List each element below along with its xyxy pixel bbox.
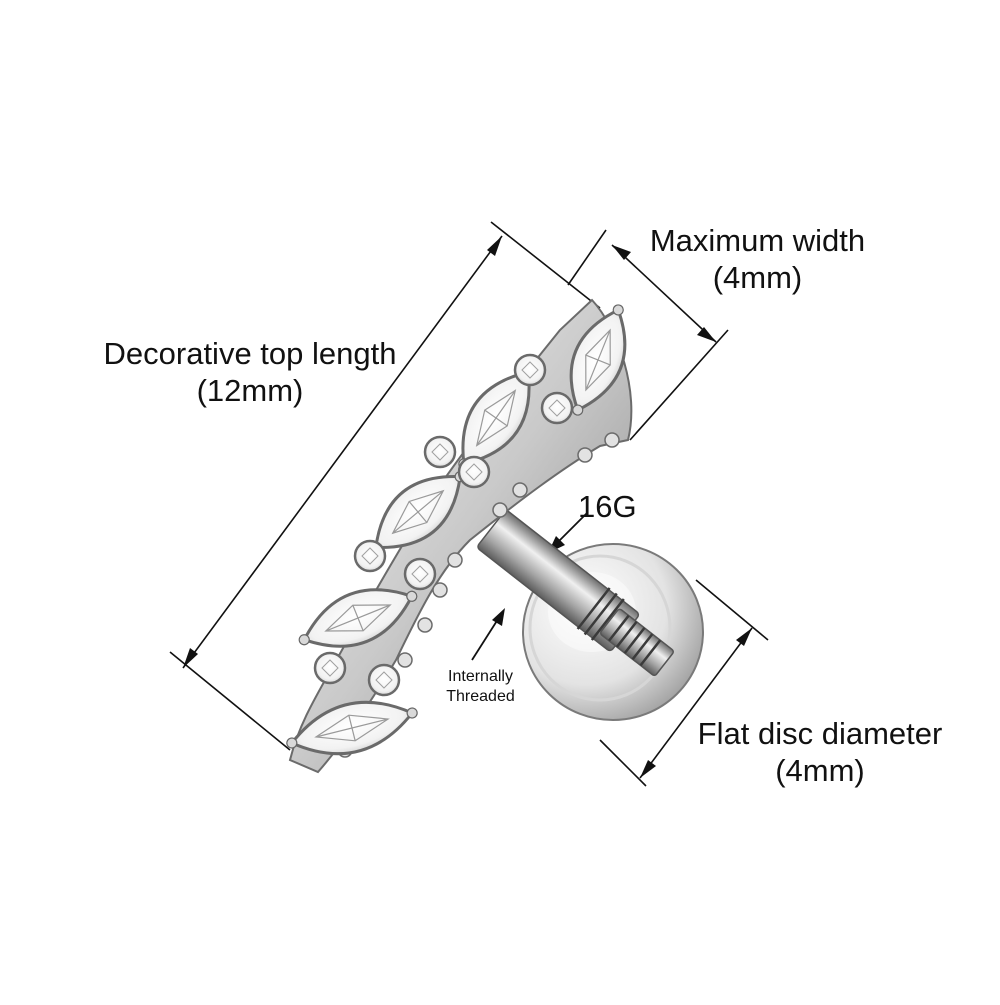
length-arrowhead-bottom-icon [183,648,198,668]
thread-line1: Internally [448,668,513,685]
round-gem-icon [457,455,491,489]
marquise-gem-icon [569,304,627,416]
disc-extension-top [695,579,769,641]
length-extension-bottom [169,651,291,751]
marquise-gem-icon [298,588,418,648]
gauge-label: 16G [578,488,678,525]
length-title: Decorative top length [103,336,397,371]
length-extension-top [490,221,601,309]
disc-extension-bottom [599,739,647,787]
width-arrowhead-right-icon [697,327,716,342]
length-dimension [169,221,601,751]
width-arrow-line [611,244,717,343]
thread-label: Internally Threaded [418,667,543,707]
round-gem-icon [540,391,574,425]
disc-label: Flat disc diameter (4mm) [670,715,970,789]
marquise-gem-icon [286,700,418,756]
width-arrowhead-left-icon [612,245,631,260]
gauge-title: 16G [578,489,637,524]
width-title: Maximum width [649,223,866,258]
threaded-post-icon [477,510,674,677]
disc-dimension [599,579,769,787]
length-value: (12mm) [196,373,304,409]
disc-arrow-line [639,627,753,779]
thread-pointer [471,608,505,661]
disc-arrowhead-bottom-icon [640,760,656,778]
width-extension-left [567,229,607,286]
round-gem-icon [403,557,437,591]
width-label: Maximum width (4mm) [620,222,895,296]
thread-arrowhead-icon [492,608,505,626]
width-extension-right [629,329,729,441]
width-dimension [567,229,729,441]
disc-value: (4mm) [775,753,865,789]
round-gem-icon [513,353,547,387]
disc-title: Flat disc diameter [697,716,943,751]
round-gem-icon [353,539,387,573]
round-gem-icon [367,663,401,697]
thread-line2: Threaded [446,688,515,705]
length-label: Decorative top length (12mm) [80,335,420,409]
length-arrowhead-top-icon [487,236,502,256]
disc-arrowhead-top-icon [736,628,752,646]
length-arrow-line [182,235,503,669]
decorative-top [286,298,633,774]
round-gem-icon [423,435,457,469]
round-gem-icon [313,651,347,685]
width-value: (4mm) [712,260,803,296]
